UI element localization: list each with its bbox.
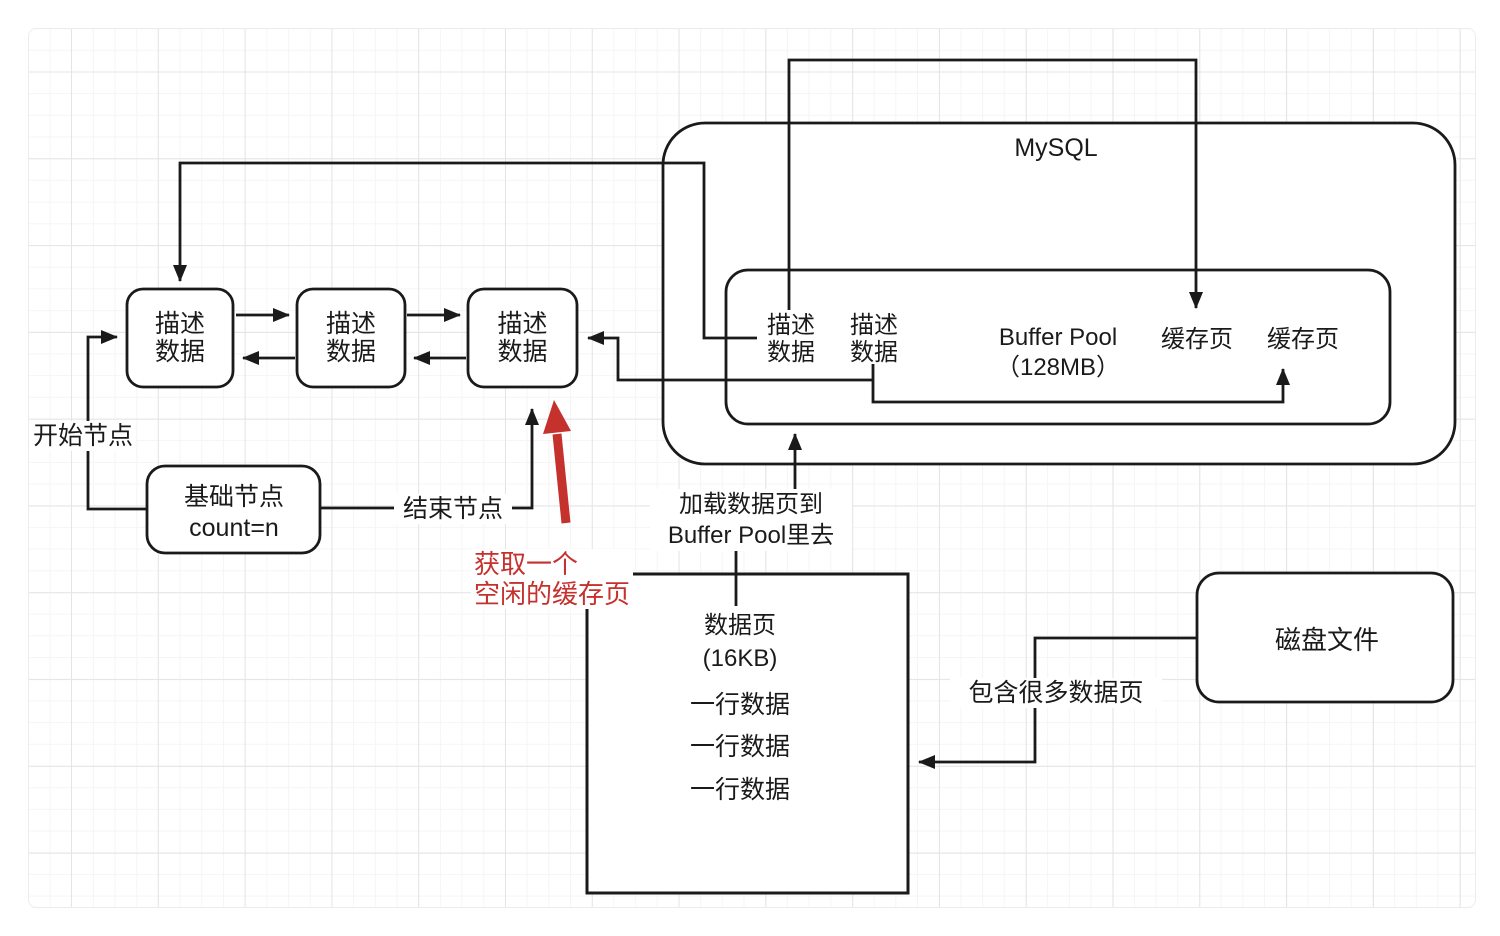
list-node-1-box bbox=[125, 287, 235, 389]
arrow-base-end-node bbox=[320, 408, 539, 510]
data-row: 一行数据 bbox=[689, 691, 790, 719]
buffer-pool-label: Buffer Pool （128MB） bbox=[995, 324, 1121, 381]
arrow-desc2-to-node3 bbox=[587, 331, 873, 382]
end-node-label: 结束节点 bbox=[394, 494, 512, 524]
disk-file-label: 磁盘文件 bbox=[1274, 625, 1379, 655]
cache-page-2-label: 缓存页 bbox=[1267, 326, 1339, 353]
list-node-1-label: 描述 数据 bbox=[154, 310, 205, 366]
list-node-3-label: 描述 数据 bbox=[497, 310, 548, 366]
free-cache-page-note: 获取一个 空闲的缓存页 bbox=[471, 549, 634, 609]
load-to-buffer-pool-note: 加载数据页到 Buffer Pool里去 bbox=[650, 489, 852, 551]
bp-desc-node-2-label: 描述 数据 bbox=[850, 312, 898, 366]
list-node-3-box bbox=[466, 287, 579, 389]
contains-pages-note: 包含很多数据页 bbox=[950, 678, 1162, 708]
base-node-label: 基础节点 count=n bbox=[183, 483, 284, 542]
bp-desc-node-1-label: 描述 数据 bbox=[767, 312, 815, 366]
arrow-desc1-to-node1 bbox=[173, 161, 757, 340]
buffer-pool-box bbox=[724, 268, 1392, 426]
cache-page-1-label: 缓存页 bbox=[1161, 326, 1233, 353]
data-page-title: 数据页 (16KB) bbox=[702, 612, 778, 672]
red-arrow-head-icon bbox=[543, 400, 571, 434]
arrow-desc1-to-cache1 bbox=[787, 58, 1203, 310]
mysql-label: MySQL bbox=[1014, 134, 1098, 162]
data-row: 一行数据 bbox=[689, 733, 790, 761]
arrow-desc2-to-cache2 bbox=[871, 364, 1290, 404]
red-arrow-shaft bbox=[552, 433, 571, 524]
list-node-2-label: 描述 数据 bbox=[325, 310, 376, 366]
data-page-box bbox=[585, 572, 910, 895]
list-node-2-box bbox=[295, 287, 407, 389]
start-node-label: 开始节点 bbox=[30, 421, 137, 451]
data-row: 一行数据 bbox=[689, 776, 790, 804]
